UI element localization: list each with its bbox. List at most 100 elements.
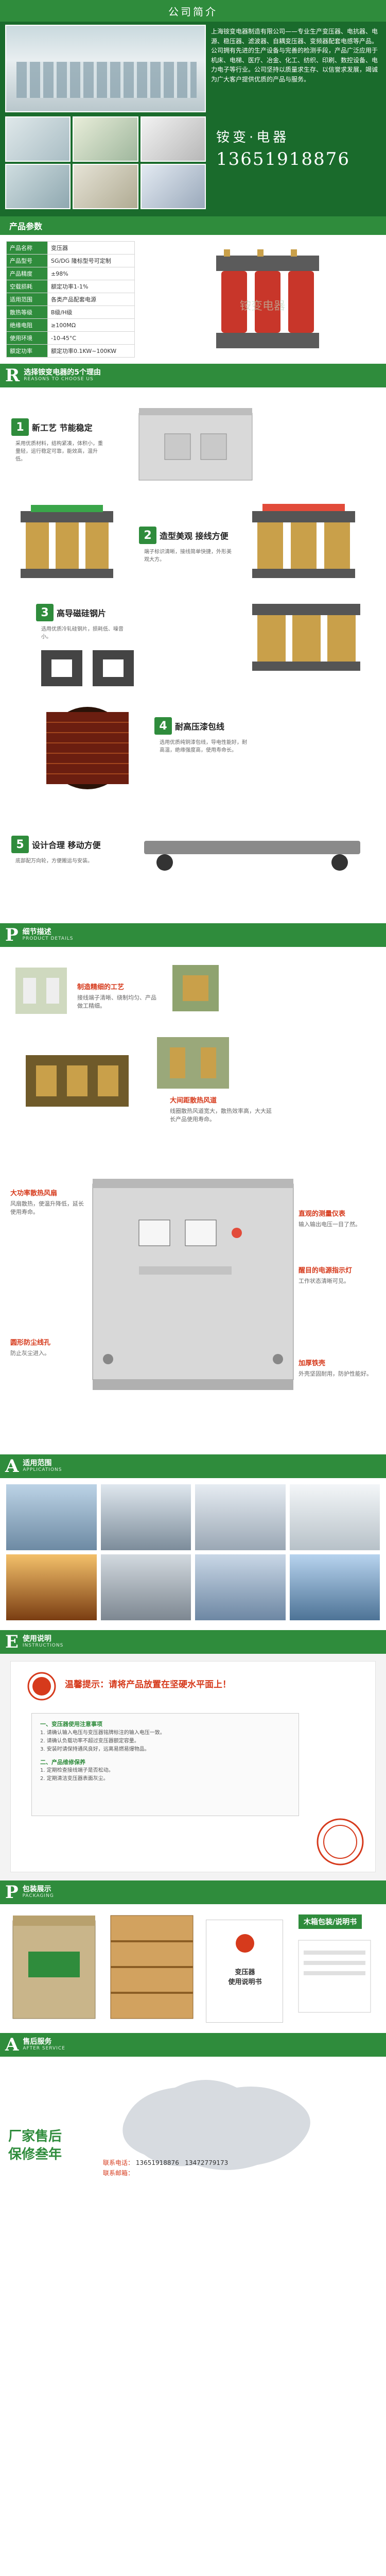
params-row: 产品精度±98% xyxy=(6,267,135,280)
usage-warning-text: 请将产品放置在坚硬水平面上！ xyxy=(109,1680,231,1690)
params-value: 额定功率0.1KW~100KW xyxy=(47,344,135,358)
params-row: 使用环境-10-45°C xyxy=(6,331,135,345)
manual-title: 变压器 使用说明书 xyxy=(228,1969,262,1986)
coil-cutaway-image xyxy=(26,1055,129,1107)
manual-document-image xyxy=(298,1940,371,2013)
intro-title: 公司简介 xyxy=(0,0,386,22)
params-value: ≥100MΩ xyxy=(47,318,135,332)
detail-callout-text: 风扇散热，使温升降低，延长使用寿命。 xyxy=(10,1200,84,1215)
caster-base-image xyxy=(144,841,360,871)
transformer-coil-image xyxy=(21,505,113,578)
phone-number[interactable]: 13651918876 xyxy=(135,2159,179,2166)
params-row: 产品名称变压器 xyxy=(6,241,135,255)
usage-card: 温馨提示：请将产品放置在坚硬水平面上！ 一、变压器使用注意事项 1. 请确认输入… xyxy=(10,1661,376,1872)
details-section-bar: P 细节描述 PRODUCT DETAILS xyxy=(0,923,386,947)
params-key: 使用环境 xyxy=(6,331,48,345)
application-photo xyxy=(289,1554,380,1620)
details-title: 细节描述 xyxy=(22,928,51,937)
warning-stamp-icon xyxy=(27,1672,56,1701)
package-box-image xyxy=(12,1916,96,2019)
application-photo xyxy=(195,1554,286,1620)
wood-crate-label: 木箱包装/说明书 xyxy=(299,1914,362,1929)
after-sales-headline: 厂家售后 保修叁年 xyxy=(8,2128,62,2164)
usage-line: 2. 请确认负载功率不超过变压器额定容量。 xyxy=(40,1738,139,1744)
factory-photo xyxy=(5,116,71,162)
usage-warning: 温馨提示：请将产品放置在坚硬水平面上！ xyxy=(65,1677,231,1690)
factory-photo xyxy=(73,116,138,162)
detail-callout-title: 大功率散热风扇 xyxy=(10,1190,58,1197)
feature-desc: 采用优质材料，结构紧凑，体积小，重量轻，运行稳定可靠，能效高，温升低。 xyxy=(15,441,103,462)
detail-callout-text: 外壳坚固耐用，防护性能好。 xyxy=(299,1370,372,1377)
terminal-block-image xyxy=(172,965,219,1011)
after-section: 厂家售后 保修叁年 联系电话： 13651918876 13472779173 … xyxy=(0,2057,386,2196)
params-value: ±98% xyxy=(47,267,135,280)
params-key: 额定功率 xyxy=(6,344,48,358)
feature-1: 1 新工艺 节能稳定 xyxy=(11,418,93,436)
feature-label: 造型美观 接线方便 xyxy=(160,531,229,541)
features-section: 1 新工艺 节能稳定 采用优质材料，结构紧凑，体积小，重量轻，运行稳定可靠，能效… xyxy=(0,387,386,923)
detail-callout-text: 防止灰尘进入。 xyxy=(10,1349,50,1357)
apps-section-bar: A 适用范围 APPLICATIONS xyxy=(0,1454,386,1478)
usage-line: 3. 安装时请保持通风良好，远离易燃易爆物品。 xyxy=(40,1746,150,1752)
params-value: 额定功率1-1% xyxy=(47,280,135,293)
factory-photo xyxy=(5,25,206,112)
terminal-block-image xyxy=(15,968,67,1014)
detail-callout-title: 直观的测量仪表 xyxy=(299,1210,346,1218)
feature-number: 5 xyxy=(11,836,29,853)
company-description: 上海铵变电器制造有限公司——专业生产变压器、电抗器、电源、稳压器、滤波器、自耦变… xyxy=(211,28,378,83)
after-section-bar: A 售后服务 AFTER SERVICE xyxy=(0,2033,386,2057)
detail-callout-duct: 大间距散热风道 线圈散热风道宽大，散热效率高，大大延长产品使用寿命。 xyxy=(170,1096,273,1124)
manual-cover-logo xyxy=(236,1934,254,1953)
feature-3: 3 高导磁硅钢片 xyxy=(36,604,106,621)
email-label: 联系邮箱： xyxy=(103,2170,134,2177)
usage-section: 温馨提示：请将产品放置在坚硬水平面上！ 一、变压器使用注意事项 1. 请确认输入… xyxy=(0,1654,386,1880)
apps-title: 适用范围 xyxy=(23,1459,52,1468)
apps-cap: A xyxy=(5,1456,19,1477)
usage-line: 1. 请确认输入电压与变压器铭牌标注的输入电压一致。 xyxy=(40,1730,165,1736)
params-row: 绝缘电阻≥100MΩ xyxy=(6,318,135,332)
china-map-image xyxy=(122,2080,310,2170)
params-key: 空载损耗 xyxy=(6,280,48,293)
params-value: 变压器 xyxy=(47,241,135,255)
transformer-coil-image xyxy=(252,504,355,578)
detail-callout-cable-hole: 圆形防尘线孔 防止灰尘进入。 xyxy=(10,1338,87,1358)
application-photo xyxy=(195,1484,286,1550)
phone-number[interactable]: 13472779173 xyxy=(185,2159,229,2166)
usage-warning-prefix: 温馨提示： xyxy=(65,1680,109,1690)
features-title: 选择铵变电器的5个理由 xyxy=(24,368,101,377)
params-row: 额定功率额定功率0.1KW~100KW xyxy=(6,344,135,358)
feature-desc: 端子标识清晰，接线简单快捷，外形美观大方。 xyxy=(144,549,232,563)
silicon-steel-core-image xyxy=(41,650,134,686)
feature-4: 4 耐高压漆包线 xyxy=(154,717,224,735)
quality-seal-icon xyxy=(317,1818,364,1866)
usage-cap: E xyxy=(5,1632,19,1652)
application-photo xyxy=(289,1484,380,1550)
params-key: 产品名称 xyxy=(6,241,48,255)
feature-label: 新工艺 节能稳定 xyxy=(32,423,93,433)
detail-callout-text: 线圈散热风道宽大，散热效率高，大大延长产品使用寿命。 xyxy=(170,1107,272,1123)
detail-callout-title: 制造精细的工艺 xyxy=(77,984,125,991)
usage-section-heading: 二、产品维修保养 xyxy=(40,1758,85,1766)
feature-number: 4 xyxy=(154,717,172,735)
usage-line: 1. 定期检查接线端子是否松动。 xyxy=(40,1768,114,1774)
usage-section-heading: 一、变压器使用注意事项 xyxy=(40,1721,102,1727)
factory-photo xyxy=(140,164,206,209)
params-section-bar: 产品参数 xyxy=(0,216,386,235)
params-value: -10-45°C xyxy=(47,331,135,345)
after-headline-line1: 厂家售后 xyxy=(8,2129,62,2144)
feature-5: 5 设计合理 移动方便 xyxy=(11,836,101,853)
params-key: 散热等级 xyxy=(6,306,48,319)
params-key: 产品型号 xyxy=(6,254,48,267)
usage-title: 使用说明 xyxy=(22,1635,51,1643)
application-photo xyxy=(6,1554,97,1620)
factory-photo xyxy=(140,116,206,162)
params-title: 产品参数 xyxy=(9,222,43,231)
features-cap: R xyxy=(5,365,20,386)
detail-callout-title: 大间距散热风道 xyxy=(170,1097,217,1105)
copper-wire-coil-image xyxy=(46,707,129,789)
airflow-duct-image xyxy=(157,1037,229,1089)
detail-callout-title: 加厚铁壳 xyxy=(299,1360,326,1367)
detail-callout-text: 输入输出电压一目了然。 xyxy=(299,1221,361,1228)
